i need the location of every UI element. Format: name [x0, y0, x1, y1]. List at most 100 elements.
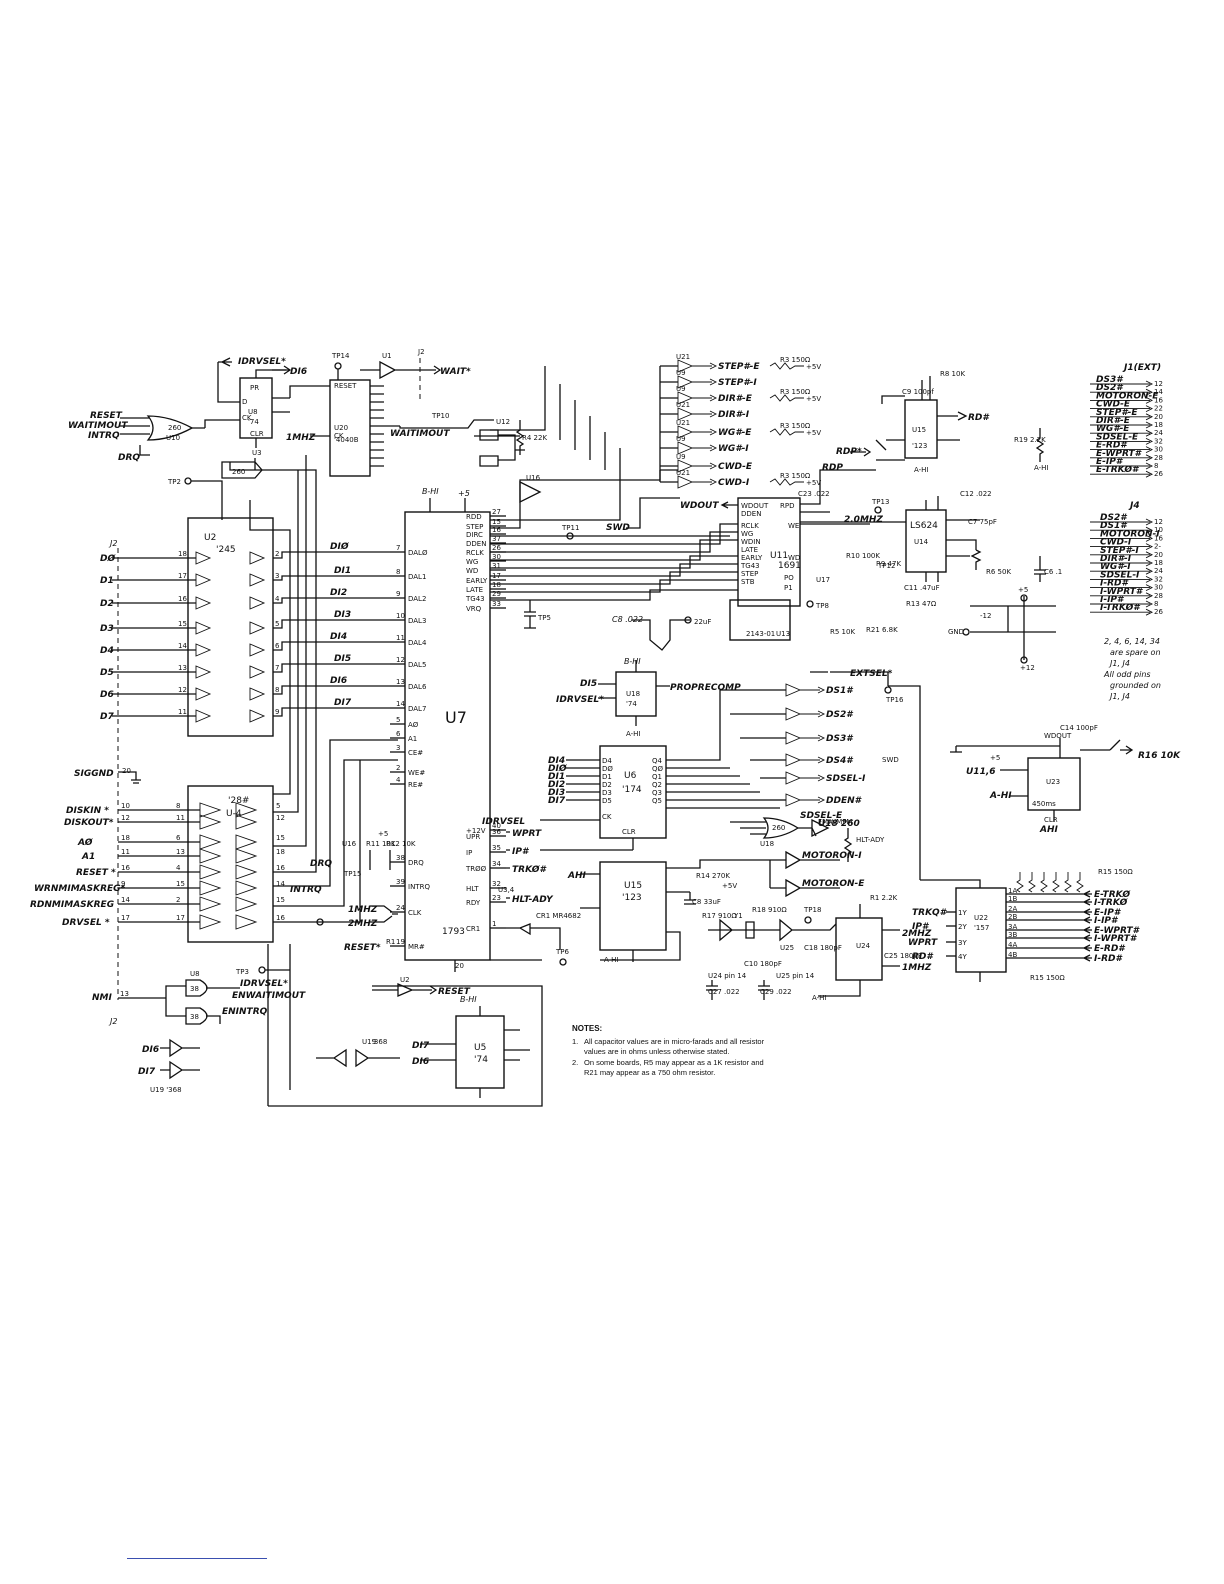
u2-pin-right-4: 6	[275, 642, 280, 650]
sig-drq-b: DRQ	[310, 859, 332, 869]
u22-r-wire-4	[1006, 926, 1092, 934]
u20-ck: CK	[334, 432, 344, 440]
tp6: TP6	[555, 948, 569, 956]
u22-l-sig-2: WPRT	[908, 938, 938, 948]
u7-right-num-11: 40	[492, 822, 501, 830]
sig-intrq-b: INTRQ	[290, 885, 322, 895]
tp11: TP11	[561, 524, 579, 532]
ds-sig-sdsel-e: SDSEL-E	[800, 811, 843, 821]
u4-out-pin-5: 14	[276, 880, 285, 888]
u6-out-5: Q5	[652, 797, 662, 805]
step-chip-2: U9	[676, 385, 686, 393]
u23-ref: U23	[1046, 778, 1060, 786]
u7-right-num-10: 33	[492, 600, 501, 608]
spare-note-3: All odd pins	[1103, 670, 1151, 679]
step-sig-5: WG#-I	[718, 444, 749, 454]
u7-left-name-1: DAL1	[408, 573, 426, 581]
u22-r-wire-2	[1006, 908, 1092, 916]
ahi-u24: A-HI	[812, 994, 827, 1002]
j2-data-6: D6	[100, 690, 114, 700]
tp8: TP8	[815, 602, 829, 610]
u7-left-name-16: MR#	[408, 943, 425, 951]
j4-name-7: SDSEL-I	[1100, 570, 1140, 580]
u22-r-sig-7: I-RD#	[1094, 954, 1123, 964]
u7-right-name-10: VRQ	[466, 605, 482, 613]
step-chip-6: U9	[676, 453, 686, 461]
tp5: +12	[1020, 664, 1035, 672]
u22-r-pin-6: 4A	[1008, 941, 1017, 949]
u24-pin14: U24 pin 14	[708, 972, 747, 980]
u7-right-name-6: WD	[466, 567, 478, 575]
j1-line-2	[1090, 396, 1154, 404]
j4-pin-5: 18	[1154, 559, 1163, 567]
u11-pin-2: RCLK	[741, 522, 759, 530]
u22-pullup-4	[1064, 872, 1072, 893]
u22-pullup-3	[1052, 872, 1060, 893]
step-v-2: +5V	[806, 395, 821, 403]
sig-rdp-star: RDP*	[836, 447, 862, 457]
chip-u6: U6 '174 CLR D4DI4DØDIØD1DI1D2DI2D3DI3D5D…	[548, 745, 667, 839]
r14: R14 270K	[696, 872, 730, 880]
u7-left-num-12: 4	[396, 776, 401, 784]
step-buffer-7	[677, 475, 718, 489]
sig-di6-u5: DI6	[412, 1057, 429, 1067]
u4-in-pin-2: 6	[176, 834, 181, 842]
j2-data-7: D7	[100, 712, 114, 722]
u7-right-name-2: DIRC	[466, 531, 483, 539]
u11-6: +5	[990, 754, 1000, 762]
u7-right-name-1: STEP	[466, 523, 483, 531]
u4-out-pin-6: 15	[276, 896, 285, 904]
j2-data-4: D4	[100, 646, 114, 656]
j4-line-3	[1090, 543, 1154, 551]
u7-left-name-9: A1	[408, 735, 417, 743]
u7-top-label-1: +5	[458, 489, 470, 498]
ahi-u23-b: AHI	[1039, 825, 1058, 835]
j2-ctrl-4: RESET *	[76, 868, 116, 878]
u22-l-pin-3: 4Y	[958, 953, 967, 961]
ahi-u15b: A-HI	[604, 956, 619, 964]
u2-pin-left-0: 18	[178, 550, 187, 558]
tp3: TP3	[235, 968, 249, 976]
u7-right-name-7: EARLY	[466, 577, 488, 585]
c9: C9 100pf	[902, 388, 934, 396]
u2-pin-right-3: 5	[275, 620, 279, 628]
spare-note-2: J1, J4	[1108, 659, 1130, 668]
chip-u11: U11 1691 WDOUTDDENRCLKWGWDINLATEEARLYTG4…	[737, 497, 801, 607]
u22-r-sig-0: E-TRKØ	[1094, 889, 1131, 900]
step-v-0: +5V	[806, 363, 821, 371]
u22-r-sig-3: I-IP#	[1094, 916, 1119, 926]
step-chip-1: U9	[676, 369, 686, 377]
svg-text:CK: CK	[242, 414, 252, 422]
j2-data-2: D2	[100, 599, 114, 609]
u2-pin-right-5: 7	[275, 664, 279, 672]
u11-pin-8: STEP	[741, 570, 758, 578]
j1-line-9	[1090, 454, 1154, 462]
u2-pin-right-7: 9	[275, 708, 279, 716]
spare-note-5: J1, J4	[1108, 692, 1130, 701]
u22-r-sig-1: I-TRKØ	[1094, 897, 1129, 908]
step-reswire-4	[769, 428, 804, 436]
u2-buffer-2	[195, 596, 266, 610]
r18: R18 910Ω	[752, 906, 787, 914]
chip-u5: U5 '74	[455, 1015, 505, 1089]
u6-out-2: Q1	[652, 773, 662, 781]
j2-ctrl-0: DISKIN *	[66, 806, 109, 816]
j4-name-4: STEP#-I	[1100, 546, 1139, 556]
j1-name-0: DS3#	[1096, 375, 1124, 385]
step-chip-7: U21	[676, 469, 690, 477]
u7-right-name-17: CR1	[466, 925, 480, 933]
step-sig-0: STEP#-E	[718, 362, 760, 372]
sig-rd-out: RD#	[968, 413, 990, 423]
j1-pin-6: 24	[1154, 429, 1163, 437]
u22-l-pin-1: 2Y	[958, 923, 967, 931]
j4-name-10: I-IP#	[1100, 595, 1125, 605]
j4-line-6	[1090, 567, 1154, 575]
u2-buffer-6	[195, 687, 266, 701]
sig-di7-b: DI7	[138, 1067, 156, 1077]
u2-part: '245	[216, 545, 236, 555]
r21: R21 6.8K	[866, 626, 898, 634]
j1-line-3	[1090, 405, 1154, 413]
sig-1mhz: 1MHZ	[286, 433, 316, 443]
j1-name-5: DIR#-E	[1096, 416, 1131, 426]
u4-out-pin-0: 5	[276, 802, 280, 810]
